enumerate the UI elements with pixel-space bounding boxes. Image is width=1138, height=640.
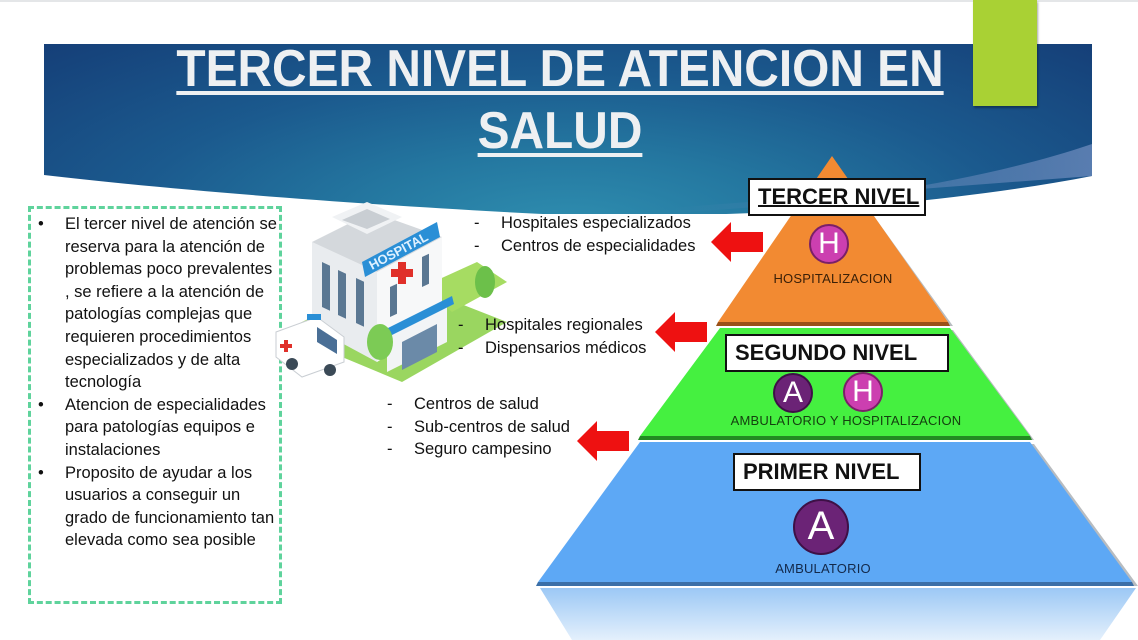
slide-title: TERCER NIVEL DE ATENCION EN SALUD [155, 38, 965, 162]
facilities-primer-nivel: Centros de salud Sub-centros de salud Se… [387, 393, 570, 461]
facility-item: Hospitales regionales [458, 314, 646, 337]
pyramid-reflection [540, 588, 1136, 640]
facilities-segundo-nivel: Hospitales regionales Dispensarios médic… [458, 314, 646, 359]
hospital-illustration: HOSPITAL [275, 202, 507, 382]
facility-item: Hospitales especializados [474, 212, 695, 235]
ambulatory-badge-icon: A [793, 499, 849, 555]
description-bullet: Proposito de ayudar a los usuarios a con… [31, 462, 279, 552]
ambulatory-badge-icon: A [773, 373, 813, 413]
description-list: El tercer nivel de atención se reserva p… [31, 209, 279, 552]
arrow-left-icon [655, 312, 707, 352]
caption-primer-nivel: AMBULATORIO [775, 561, 871, 576]
caption-segundo-nivel: AMBULATORIO Y HOSPITALIZACION [730, 413, 962, 428]
facility-item: Dispensarios médicos [458, 337, 646, 360]
label-tercer-nivel: TERCER NIVEL [748, 178, 926, 216]
label-segundo-nivel: SEGUNDO NIVEL [725, 334, 949, 372]
title-line-1: TERCER NIVEL DE ATENCION EN [176, 40, 944, 98]
description-bullet: Atencion de especialidades para patologí… [31, 394, 279, 462]
facility-item: Centros de salud [387, 393, 570, 416]
accent-bar [973, 0, 1037, 106]
label-text: TERCER NIVEL [758, 184, 920, 209]
description-bullet: El tercer nivel de atención se reserva p… [31, 213, 279, 394]
caption-tercer-nivel: HOSPITALIZACION [773, 271, 893, 286]
slide-top-border [0, 0, 1138, 2]
hospitalization-badge-icon: H [843, 372, 883, 412]
hospitalization-badge-icon: H [809, 224, 849, 264]
arrow-left-icon [711, 222, 763, 262]
arrow-left-icon [577, 421, 629, 461]
facility-item: Seguro campesino [387, 438, 570, 461]
label-primer-nivel: PRIMER NIVEL [733, 453, 921, 491]
facility-item: Sub-centros de salud [387, 416, 570, 439]
facilities-tercer-nivel: Hospitales especializados Centros de esp… [474, 212, 695, 257]
hospital-icon: HOSPITAL [275, 202, 507, 382]
title-line-2: SALUD [477, 102, 643, 160]
facility-item: Centros de especialidades [474, 235, 695, 258]
description-box: El tercer nivel de atención se reserva p… [28, 206, 282, 604]
